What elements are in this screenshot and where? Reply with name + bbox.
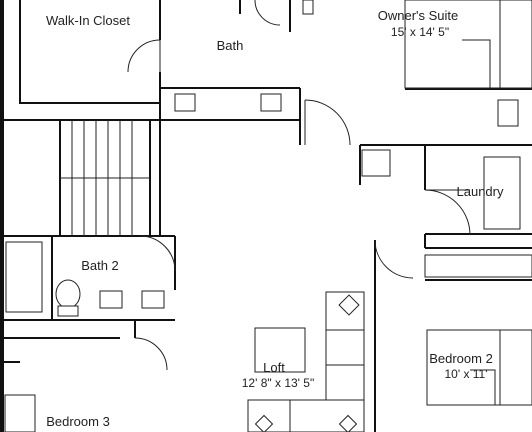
staircase	[60, 120, 150, 236]
label-bedroom-3: Bedroom 3	[46, 414, 110, 429]
fixtures	[4, 0, 532, 432]
room-labels: Walk-In Closet Bath Owner's Suite 15' x …	[46, 8, 504, 429]
label-walk-in-closet: Walk-In Closet	[46, 13, 130, 28]
label-loft: Loft	[263, 360, 285, 375]
dim-loft: 12' 8" x 13' 5"	[242, 376, 314, 390]
label-bedroom-2: Bedroom 2	[429, 351, 493, 366]
doors	[127, 0, 471, 371]
label-owners-suite: Owner's Suite	[378, 8, 459, 23]
label-bath-2: Bath 2	[81, 258, 119, 273]
dim-owners-suite: 15' x 14' 5"	[391, 25, 449, 39]
dim-bedroom-2: 10' x 11'	[444, 367, 487, 381]
label-laundry: Laundry	[457, 184, 504, 199]
label-bath: Bath	[217, 38, 244, 53]
